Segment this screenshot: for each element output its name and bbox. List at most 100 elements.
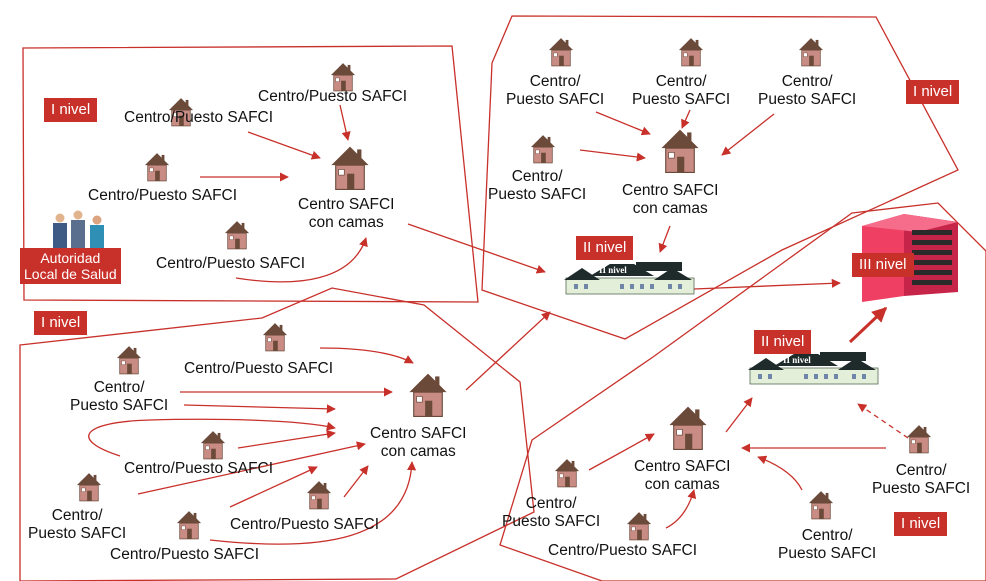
house-icon [530, 135, 556, 164]
center-label: Centro/Puesto SAFCI [502, 495, 600, 531]
arrow [658, 225, 671, 253]
authority-label: Autoridad Local de Salud [20, 248, 121, 284]
house-icon [409, 373, 447, 418]
svg-text:II nivel: II nivel [599, 265, 627, 275]
arrow [235, 237, 368, 283]
house-icon [116, 346, 142, 375]
center-label-line: con camas [632, 200, 708, 217]
center-label-line: Centro/Puesto SAFCI [258, 88, 408, 105]
center-label-line: Puesto SAFCI [70, 397, 169, 414]
house-icon [548, 38, 574, 67]
level-badge: II nivel [754, 330, 812, 354]
center-label-line: Centro/Puesto SAFCI [124, 109, 274, 126]
arrow [595, 111, 651, 136]
arrow [339, 104, 351, 141]
arrow [588, 433, 655, 471]
authority-label-line: Local de Salud [24, 266, 117, 282]
center-label: Centro/Puesto SAFCI [28, 507, 126, 543]
center-label-line: Centro SAFCI [298, 196, 395, 213]
center-label-line: Centro/Puesto SAFCI [548, 542, 698, 559]
level-badge: I nivel [34, 311, 88, 335]
center-label: Centro/Puesto SAFCI [70, 379, 168, 415]
center-label-line: Centro/ [529, 73, 581, 90]
center-label-line: Centro/ [51, 507, 103, 524]
arrow [247, 131, 321, 160]
region-outline-bottom-left [19, 287, 535, 581]
house-icon [306, 481, 332, 510]
center-label-line: con camas [308, 214, 384, 231]
center-label-line: Puesto SAFCI [758, 91, 857, 108]
house-icon [331, 146, 369, 190]
hospital-level3-icon [862, 214, 958, 302]
house-icon [144, 153, 170, 182]
center-label: Centro/Puesto SAFCI [88, 187, 237, 205]
arrow [137, 441, 366, 495]
arrow [343, 465, 369, 498]
center-label-line: Centro/ [93, 379, 145, 396]
center-label: Centro/Puesto SAFCI [124, 460, 273, 478]
center-label-line: Centro/Puesto SAFCI [156, 255, 306, 272]
center-label-line: Centro SAFCI [370, 425, 467, 442]
region-outline-top-left [22, 45, 479, 303]
center-label-line: con camas [644, 476, 720, 493]
arrow [725, 397, 753, 433]
center-label-line: Centro/Puesto SAFCI [184, 360, 334, 377]
authority-label-line: Autoridad [40, 250, 101, 266]
arrow [237, 429, 336, 449]
arrow [209, 461, 417, 545]
center-label-line: Puesto SAFCI [778, 545, 877, 562]
arrow-dashed [857, 403, 909, 439]
center-label-line: Puesto SAFCI [632, 91, 731, 108]
hospital-level2-icon: II nivel [564, 262, 695, 295]
center-label-line: Centro/ [895, 462, 947, 479]
center-label-line: Centro/Puesto SAFCI [230, 516, 380, 533]
center-label: Centro/Puesto SAFCI [488, 168, 586, 204]
center-label: Centro/Puesto SAFCI [156, 255, 305, 273]
level-badge: III nivel [852, 253, 914, 277]
center-label-line: Puesto SAFCI [502, 513, 601, 530]
center-label: Centro/Puesto SAFCI [758, 73, 856, 109]
arrow [319, 347, 414, 364]
arrow [88, 418, 336, 457]
house-icon [176, 511, 202, 540]
center-label-line: Centro/Puesto SAFCI [110, 546, 260, 563]
house-icon [906, 425, 932, 454]
house-icon [168, 98, 194, 127]
region-outline-top-right [481, 15, 959, 340]
center-label-line: Puesto SAFCI [506, 91, 605, 108]
arrow [693, 278, 841, 290]
center-label: Centro/Puesto SAFCI [778, 527, 876, 563]
house-icon [262, 323, 288, 352]
level-badge: I nivel [44, 98, 98, 122]
center-label-line: Puesto SAFCI [28, 525, 127, 542]
center-label-line: Centro/ [781, 73, 833, 90]
arrow [465, 311, 551, 391]
center-label-line: Centro/ [525, 495, 577, 512]
region-outline-bottom-right [499, 202, 986, 581]
arrow [681, 109, 691, 129]
arrow [229, 466, 318, 508]
center-label: Centro/Puesto SAFCI [506, 73, 604, 109]
house-icon [200, 431, 226, 460]
center-label-line: Centro/ [511, 168, 563, 185]
arrow [665, 489, 697, 529]
arrow [757, 455, 803, 491]
house-icon [76, 473, 102, 502]
level-badge: II nivel [576, 236, 634, 260]
house-icon [626, 512, 652, 541]
arrow [579, 149, 646, 162]
center-label: Centro/Puesto SAFCI [872, 462, 970, 498]
level-badge: I nivel [906, 80, 960, 104]
center-label: Centro/Puesto SAFCI [184, 360, 333, 378]
house-icon [669, 406, 707, 451]
hospital-level2-icon: II nivel [748, 352, 879, 385]
svg-text:II nivel: II nivel [783, 355, 811, 365]
center-label: Centro/Puesto SAFCI [124, 109, 273, 127]
center-label: Centro/Puesto SAFCI [230, 516, 379, 534]
house-icon [661, 129, 699, 173]
